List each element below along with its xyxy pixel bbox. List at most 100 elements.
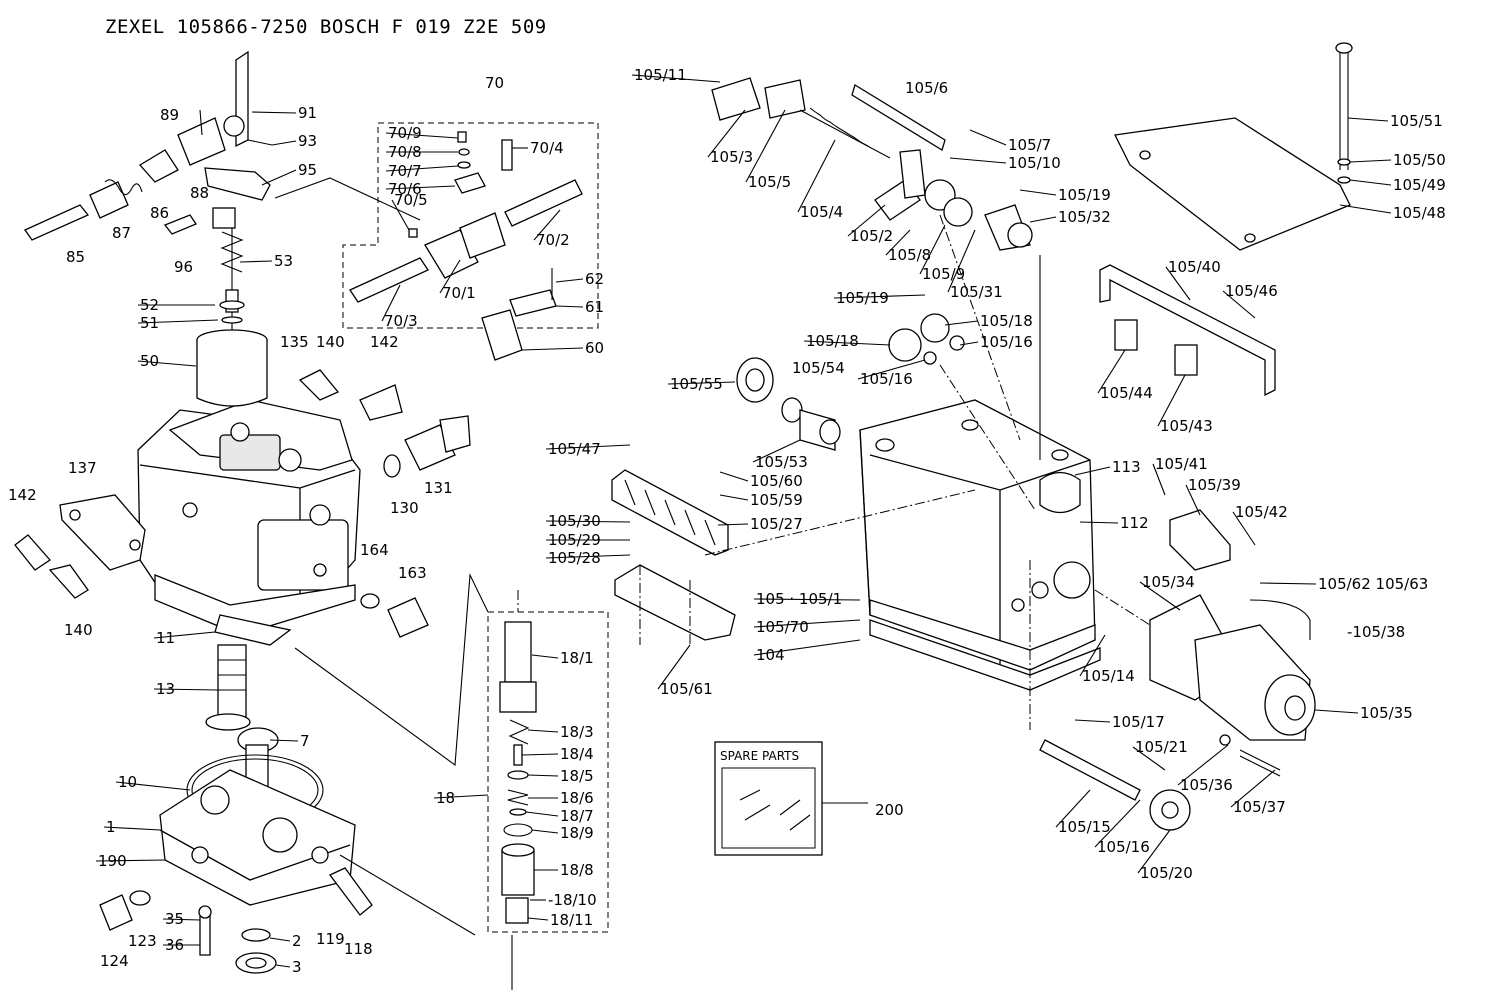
part-label: 105/7 — [1008, 136, 1051, 154]
label-leader-line — [969, 129, 1007, 146]
label-leader-line — [1165, 266, 1191, 301]
part-label: 200 — [875, 801, 904, 819]
label-leader-line — [527, 729, 559, 733]
part-label: 51 — [140, 314, 159, 332]
label-leader-line — [545, 554, 631, 559]
part-label: 105/20 — [1140, 864, 1193, 882]
label-leader-line — [251, 111, 297, 114]
part-label: 70/6 — [388, 180, 422, 198]
part-label: 113 — [1112, 458, 1141, 476]
label-leader-line — [1349, 179, 1392, 186]
part-label: 1 — [106, 818, 116, 836]
label-leader-line — [752, 439, 801, 463]
part-label: 105/16 — [1097, 838, 1150, 856]
label-leader-line — [657, 644, 691, 690]
part-label: 105/17 — [1112, 713, 1165, 731]
part-label: -18/10 — [548, 891, 597, 909]
label-leaders — [95, 74, 1392, 968]
label-leader-line — [433, 794, 489, 799]
part-label: 105/18 — [806, 332, 859, 350]
label-leader-line — [944, 320, 979, 326]
label-leader-line — [1152, 463, 1166, 496]
part-label: 70 — [485, 74, 504, 92]
label-leader-line — [797, 139, 836, 213]
spare-parts-box: SPARE PARTS — [714, 741, 868, 856]
label-leader-line — [1339, 204, 1392, 214]
label-leader-line — [1079, 634, 1106, 677]
part-label: 36 — [165, 936, 184, 954]
part-label: 35 — [165, 910, 184, 928]
part-label: 18/6 — [560, 789, 594, 807]
label-leader-line — [137, 319, 219, 324]
label-leader-line — [137, 360, 197, 367]
label-leader-line — [1349, 159, 1392, 163]
label-leader-line — [1232, 511, 1256, 546]
part-label: 105/14 — [1082, 667, 1135, 685]
part-label: 61 — [585, 298, 604, 316]
part-label: 112 — [1120, 514, 1149, 532]
part-label: 105/42 — [1235, 503, 1288, 521]
part-label: 131 — [424, 479, 453, 497]
label-leader-line — [271, 140, 297, 146]
label-leader-line — [531, 654, 559, 659]
part-label: 105/37 — [1233, 798, 1286, 816]
group-70 — [342, 122, 599, 361]
part-label: 105/54 — [792, 359, 845, 377]
part-label: 105/27 — [750, 515, 803, 533]
label-leader-line — [857, 359, 926, 380]
leader-link — [294, 572, 489, 767]
label-leader-line — [545, 444, 631, 450]
label-leader-line — [947, 229, 976, 293]
part-label: 52 — [140, 296, 159, 314]
label-leader-line — [1230, 769, 1276, 808]
part-label: 105/61 — [660, 680, 713, 698]
part-label: 123 — [128, 932, 157, 950]
label-leader-line — [1347, 117, 1389, 122]
label-leader-line — [381, 284, 401, 322]
part-label: 105/19 — [1058, 186, 1111, 204]
label-leader-line — [1132, 746, 1166, 771]
label-leader-line — [1094, 799, 1141, 848]
label-leader-line — [753, 598, 861, 601]
label-leader-line — [103, 826, 161, 831]
centerline — [939, 364, 1036, 511]
label-leader-line — [1029, 216, 1057, 223]
label-leader-line — [719, 494, 749, 501]
part-label: 164 — [360, 541, 389, 559]
part-label: 105/46 — [1225, 282, 1278, 300]
part-label: 105/2 — [850, 227, 893, 245]
part-label: 105/35 — [1360, 704, 1413, 722]
label-leader-line — [717, 523, 749, 526]
label-leader-line — [533, 209, 561, 241]
part-label: 105/44 — [1100, 384, 1153, 402]
label-leader-line — [555, 278, 584, 283]
label-leader-line — [239, 260, 273, 263]
part-label: 18/9 — [560, 824, 594, 842]
part-label: 190 — [98, 852, 127, 870]
label-leader-line — [153, 631, 216, 639]
part-label: 105 · 105/1 — [756, 590, 842, 608]
part-label: 53 — [274, 252, 293, 270]
part-label: 18/5 — [560, 767, 594, 785]
label-leader-line — [385, 185, 456, 190]
part-label: 105/18 — [980, 312, 1033, 330]
part-label: 10 — [118, 773, 137, 791]
part-label: 140 — [316, 333, 345, 351]
label-leader-line — [1177, 744, 1229, 786]
label-leader-line — [527, 917, 549, 921]
part-label: 105/41 — [1155, 455, 1208, 473]
label-leader-line — [531, 829, 559, 834]
label-leader-line — [95, 859, 166, 862]
part-label: 93 — [298, 132, 317, 150]
part-label: 105/21 — [1135, 738, 1188, 756]
part-label: 142 — [8, 486, 37, 504]
label-leader-line — [385, 132, 459, 139]
label-leader-line — [545, 520, 631, 523]
part-label: 119 — [316, 930, 345, 948]
part-label: 105/30 — [548, 512, 601, 530]
label-leader-line — [1185, 484, 1201, 516]
part-label: 118 — [344, 940, 373, 958]
part-label: 18/3 — [560, 723, 594, 741]
label-leader-line — [1097, 349, 1126, 394]
